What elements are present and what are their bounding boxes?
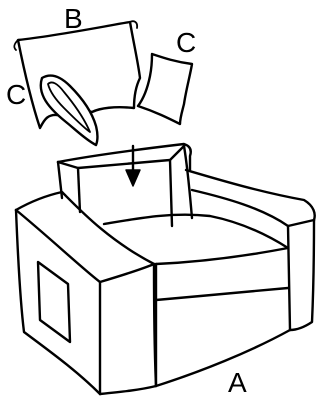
label-right-side-cushion: C xyxy=(176,27,196,58)
right-side-cushion xyxy=(138,54,192,124)
label-armchair: A xyxy=(228,367,247,398)
armchair xyxy=(16,144,315,394)
label-back-cushion: B xyxy=(64,3,83,34)
label-left-side-cushion: C xyxy=(6,79,26,110)
